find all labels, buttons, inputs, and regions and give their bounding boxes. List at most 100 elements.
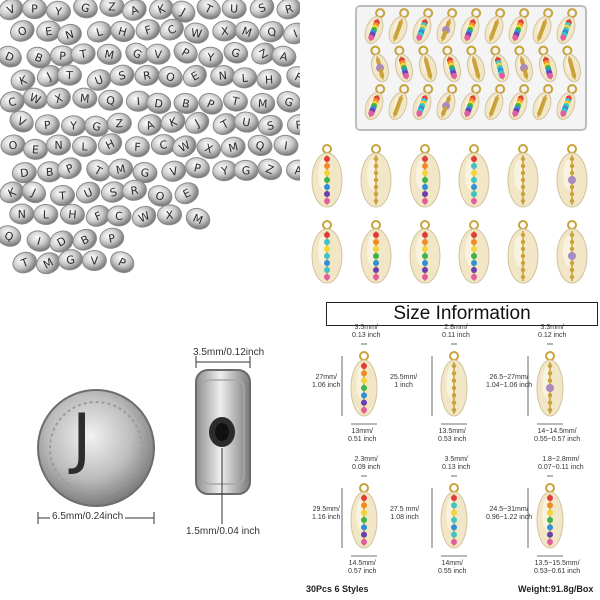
- svg-text:A: A: [279, 50, 290, 64]
- letter-bead: K: [0, 181, 24, 204]
- svg-text:G: G: [283, 95, 295, 110]
- svg-text:S: S: [257, 1, 268, 16]
- letter-bead: D: [11, 162, 37, 184]
- shell-charm: [507, 144, 539, 208]
- svg-text:T: T: [78, 47, 88, 61]
- svg-text:X: X: [53, 91, 65, 106]
- svg-text:I: I: [292, 27, 300, 40]
- svg-text:O: O: [8, 138, 19, 152]
- svg-text:G: G: [79, 1, 91, 16]
- shell-charms-photo: [300, 140, 600, 300]
- shell-charm: [412, 84, 434, 120]
- letter-bead: G: [73, 0, 98, 19]
- shell-charm: [536, 483, 564, 549]
- letter-bead: G: [132, 161, 158, 184]
- letter-bead: W: [22, 87, 48, 110]
- letter-bead: Z: [99, 0, 125, 17]
- svg-text:U: U: [241, 116, 251, 130]
- svg-text:T: T: [58, 189, 67, 202]
- letter-bead: G: [223, 42, 249, 64]
- letter-bead: W: [184, 22, 209, 44]
- letter-bead: F: [124, 136, 150, 158]
- bead-diameter-label: 6.5mm/0.24inch: [50, 511, 126, 522]
- shell-charm: [490, 45, 510, 83]
- letter-bead: P: [34, 114, 60, 136]
- bead-letter: J: [72, 400, 92, 477]
- shell-charm: [440, 351, 468, 417]
- letter-bead: M: [185, 207, 211, 230]
- shell-charm: [514, 45, 534, 83]
- footer-weight: Weight:91.8g/Box: [518, 584, 594, 594]
- letter-bead: I: [26, 230, 52, 252]
- size-information-title: Size Information: [326, 302, 598, 326]
- letter-bead: J: [185, 111, 210, 134]
- svg-text:S: S: [117, 69, 127, 83]
- shell-charm: [460, 84, 482, 120]
- letter-bead: P: [99, 227, 125, 249]
- letter-bead: P: [110, 251, 135, 274]
- svg-text:F: F: [93, 209, 104, 223]
- svg-text:V: V: [154, 48, 163, 62]
- letter-bead: D: [0, 45, 22, 68]
- letter-bead: Y: [61, 115, 87, 137]
- svg-text:L: L: [241, 72, 249, 86]
- shell-charm: [394, 45, 414, 83]
- svg-text:I: I: [283, 139, 288, 152]
- letter-bead: K: [10, 69, 36, 91]
- letter-bead: M: [72, 87, 98, 109]
- letter-bead: Z: [106, 112, 132, 134]
- shell-charm: [536, 351, 564, 417]
- letter-bead: B: [72, 228, 98, 251]
- letter-bead: V: [161, 160, 187, 182]
- shell-charm: [484, 84, 506, 120]
- svg-text:X: X: [165, 209, 174, 223]
- size-information-panel: [300, 300, 600, 600]
- svg-text:C: C: [159, 138, 168, 152]
- svg-text:O: O: [164, 70, 176, 85]
- svg-text:H: H: [68, 208, 77, 222]
- svg-text:F: F: [134, 141, 141, 154]
- size-height-label: 24.5~31mm/ 0.96~1.22 inch: [486, 506, 533, 521]
- svg-text:W: W: [27, 91, 42, 107]
- shell-charm: [458, 144, 490, 208]
- letter-bead: P: [57, 157, 82, 180]
- letter-bead: V: [9, 110, 34, 133]
- svg-text:H: H: [265, 73, 274, 86]
- svg-text:Z: Z: [115, 117, 123, 130]
- letter-bead: V: [145, 43, 171, 65]
- letter-bead: F: [286, 66, 300, 88]
- svg-text:Y: Y: [54, 5, 63, 19]
- shell-charm: [562, 45, 582, 83]
- size-top-label: 3.5mm/ 0.13 inch: [352, 324, 381, 339]
- svg-text:M: M: [79, 92, 90, 106]
- shell-charm: [556, 84, 578, 120]
- size-bottom-label: 14.5mm/ 0.57 inch: [348, 560, 377, 575]
- svg-text:I: I: [36, 235, 43, 248]
- letter-bead: U: [86, 69, 112, 91]
- size-height-label: 27.5 mm/ 1.08 inch: [390, 506, 420, 521]
- svg-text:M: M: [240, 24, 253, 39]
- svg-text:J: J: [192, 117, 202, 130]
- shell-charm: [360, 144, 392, 208]
- shell-charm: [532, 84, 554, 120]
- letter-bead: X: [46, 87, 71, 110]
- svg-text:D: D: [19, 166, 29, 180]
- size-top-label: 1.8~2.8mm/ 0.07~0.11 inch: [538, 456, 584, 471]
- size-height-label: 29.5mm/ 1.16 inch: [312, 506, 341, 521]
- size-bottom-label: 13mm/ 0.51 inch: [348, 428, 377, 443]
- svg-text:X: X: [221, 25, 230, 39]
- bead-dimension-drawing: [37, 356, 251, 524]
- letter-bead: A: [137, 114, 163, 136]
- svg-text:Q: Q: [106, 94, 115, 107]
- size-bottom-label: 14~14.5mm/ 0.55~0.57 inch: [534, 428, 581, 443]
- shell-charm: [436, 84, 458, 120]
- svg-text:P: P: [59, 50, 67, 63]
- svg-text:U: U: [230, 2, 239, 15]
- letter-bead: L: [86, 21, 112, 43]
- svg-text:P: P: [193, 161, 203, 175]
- svg-text:Q: Q: [266, 25, 278, 40]
- svg-text:Q: Q: [254, 139, 266, 154]
- letter-bead: K: [160, 111, 186, 133]
- shell-charm: [350, 351, 378, 417]
- shell-charm: [440, 483, 468, 549]
